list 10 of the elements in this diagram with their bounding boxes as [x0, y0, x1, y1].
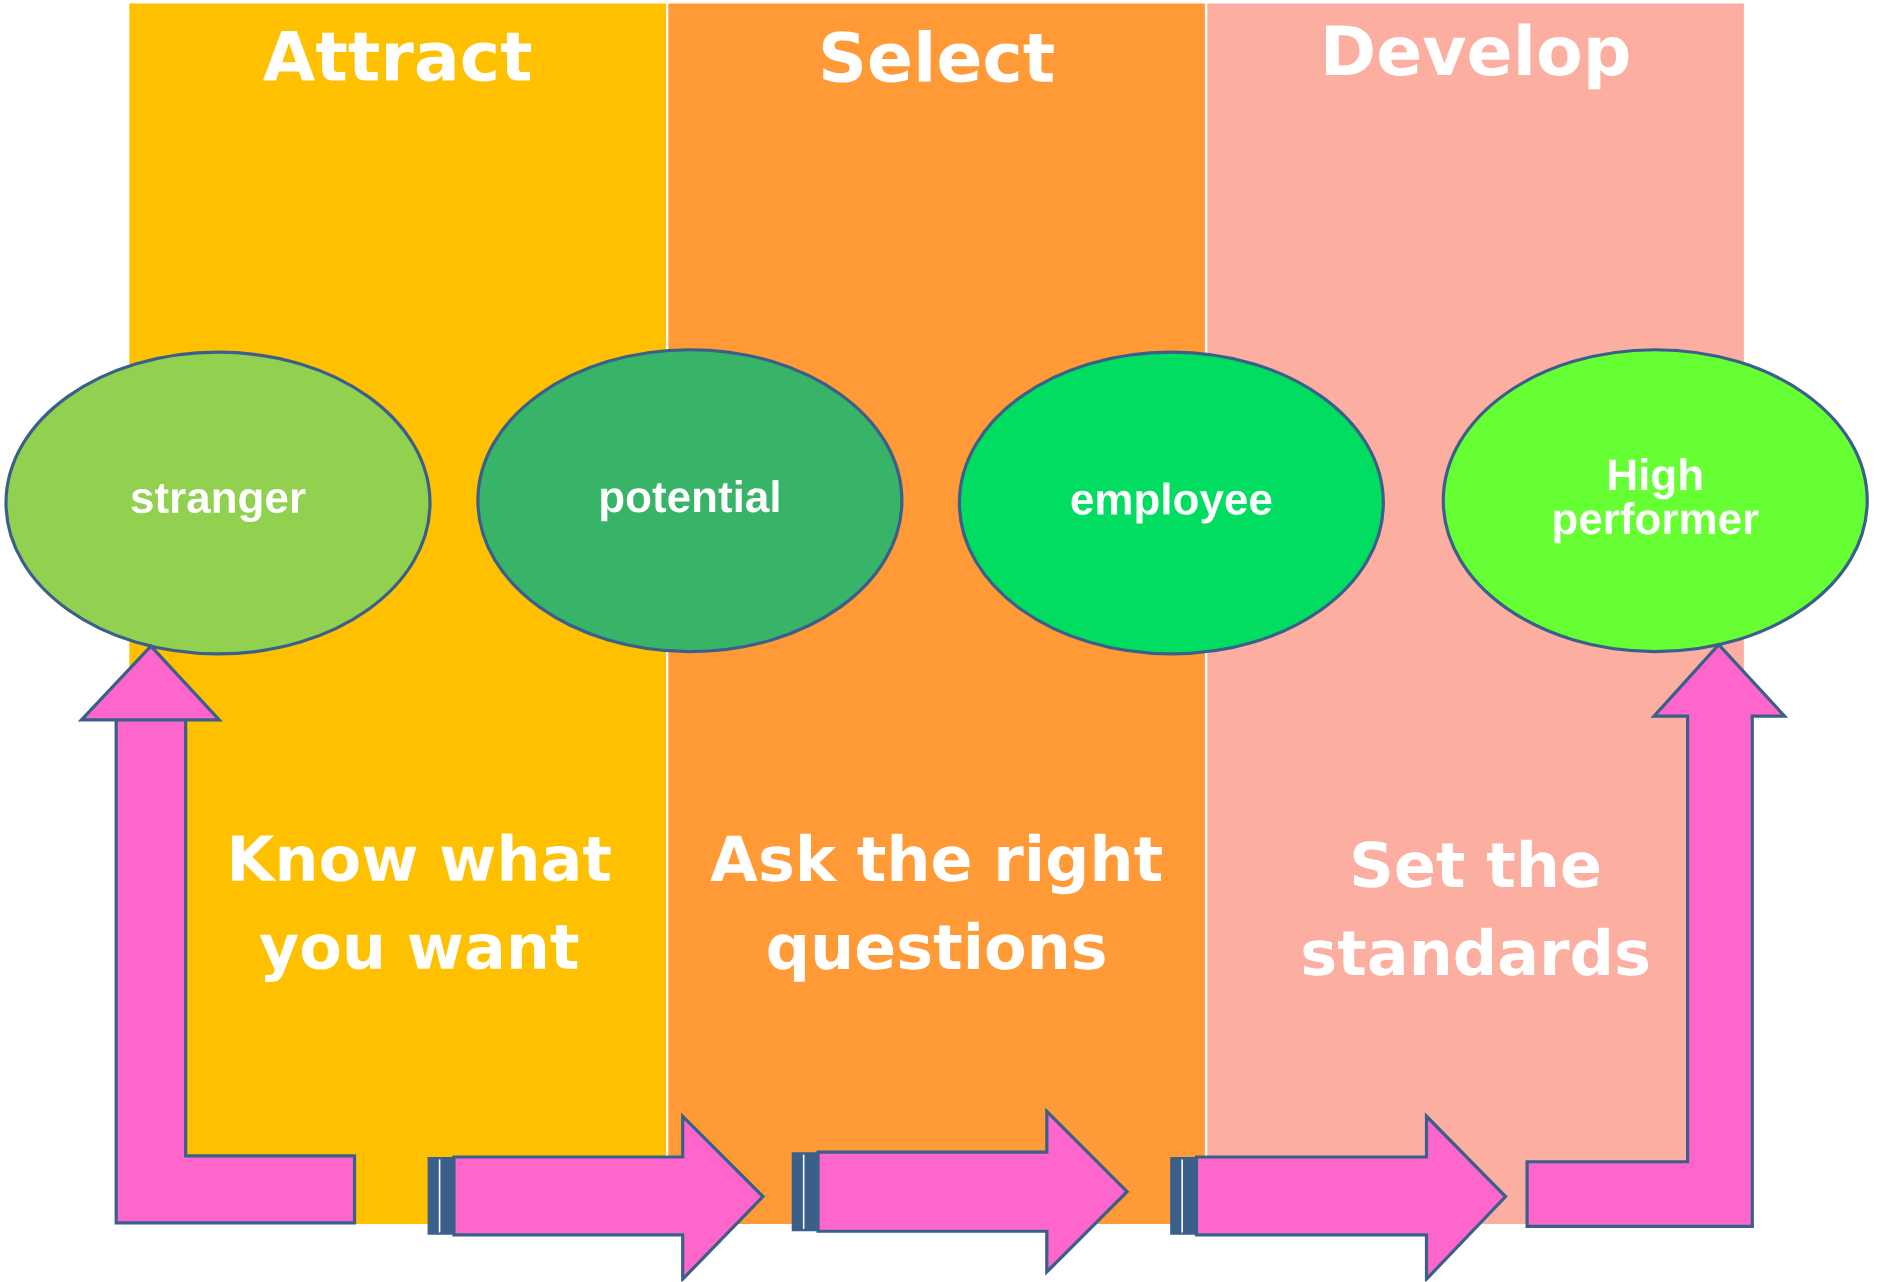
block-arrow: [452, 1112, 766, 1282]
band-text: Know what you want: [232, 833, 611, 983]
block-arrow: [1194, 1112, 1508, 1282]
block-arrow: [1525, 642, 1789, 1229]
band-text: Ask the right questions: [710, 834, 1162, 983]
band-title: Attract: [263, 31, 532, 82]
band-title: Develop: [1325, 23, 1629, 90]
band-text: Set the standards: [1303, 840, 1648, 977]
band-title: Select: [822, 30, 1054, 83]
block-arrow: [77, 644, 357, 1225]
